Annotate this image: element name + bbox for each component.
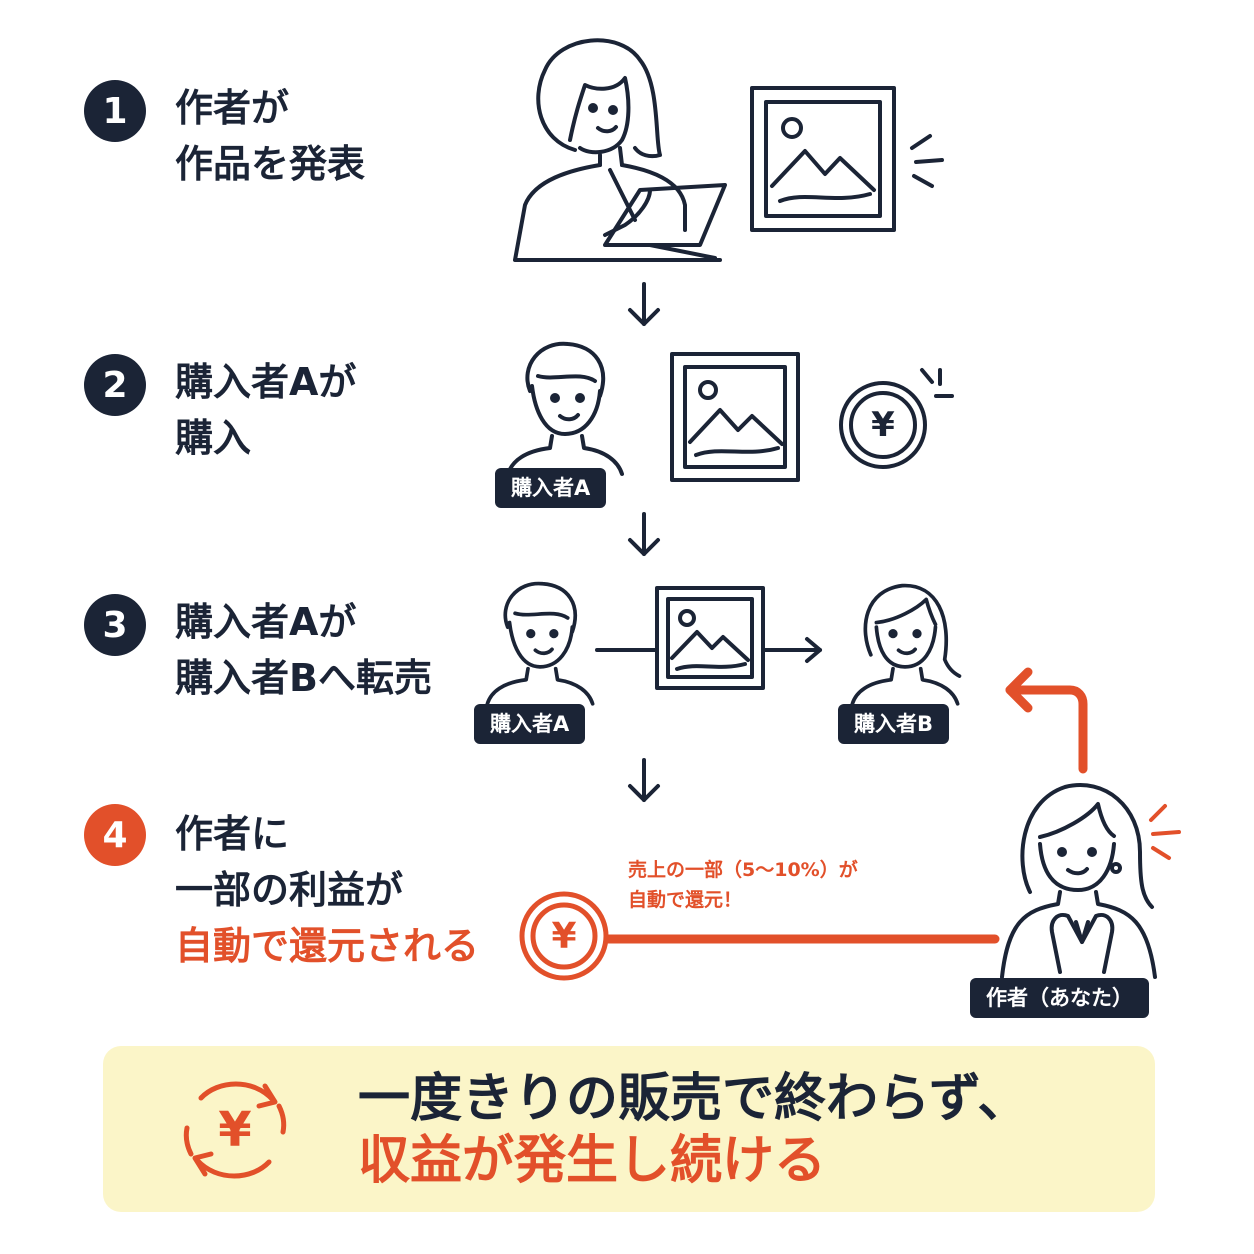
framed-picture-icon	[655, 586, 765, 690]
banner-line-2: 収益が発生し続ける	[358, 1131, 827, 1191]
buyer-a-tag: 購入者A	[495, 468, 607, 508]
sparkle-icon	[910, 134, 944, 188]
step-1-line-1: 作者が	[175, 86, 290, 130]
step-3-line-1: 購入者Aが	[175, 600, 357, 644]
step-4-number: 4	[84, 804, 146, 866]
step-3-line-2: 購入者Bへ転売	[175, 656, 432, 700]
step-2-text: 購入者Aが 購入	[175, 354, 356, 466]
person-icon	[506, 341, 624, 476]
step-1-number: 1	[84, 80, 146, 142]
arrow-right-icon	[595, 637, 822, 663]
yen-coin-symbol: ¥	[871, 405, 895, 445]
step-1-line-2: 作品を発表	[175, 142, 366, 186]
arrow-down-icon	[628, 512, 660, 556]
framed-picture-icon	[750, 86, 896, 232]
royalty-flow-line	[597, 934, 1000, 944]
royalty-note-line-2: 自動で還元！	[628, 889, 743, 911]
step-4-line-1: 作者に	[175, 812, 290, 856]
yen-coin-orange-symbol: ¥	[551, 915, 577, 957]
recycle-yen-symbol: ¥	[218, 1102, 252, 1158]
step-1-text: 作者が 作品を発表	[175, 80, 365, 192]
artist-with-tablet-icon	[513, 38, 727, 262]
recycle-yen-icon	[183, 1081, 287, 1179]
author-praying-icon	[1000, 783, 1157, 979]
step-2-line-2: 購入	[175, 416, 252, 460]
banner-text: 一度きりの販売で終わらず、 収益が発生し続ける	[358, 1068, 1029, 1192]
sparkle-icon	[920, 368, 954, 398]
arrow-down-icon	[628, 282, 660, 326]
framed-picture-icon	[670, 352, 800, 482]
return-arrow-icon	[1005, 667, 1088, 774]
step-4-line-2: 一部の利益が	[175, 868, 404, 912]
arrow-down-icon	[628, 758, 660, 802]
author-you-tag: 作者（あなた）	[970, 978, 1149, 1018]
step-2-number: 2	[84, 354, 146, 416]
conclusion-banner: ¥ 一度きりの販売で終わらず、 収益が発生し続ける	[103, 1046, 1155, 1212]
buyer-a-tag-step3: 購入者A	[474, 704, 586, 744]
step-3-text: 購入者Aが 購入者Bへ転売	[175, 594, 432, 706]
banner-line-1: 一度きりの販売で終わらず、	[358, 1069, 1030, 1129]
sparkle-icon	[1149, 804, 1181, 860]
royalty-note: 売上の一部（5〜10%）が 自動で還元！	[628, 855, 858, 915]
person-icon	[850, 583, 962, 706]
step-4-line-3: 自動で還元される	[175, 924, 480, 968]
buyer-b-tag: 購入者B	[838, 704, 950, 744]
royalty-note-line-1: 売上の一部（5〜10%）が	[628, 859, 858, 881]
yen-coin-orange-icon	[519, 891, 609, 981]
step-4-text: 作者に 一部の利益が 自動で還元される	[175, 806, 479, 974]
step-3-number: 3	[84, 594, 146, 656]
yen-coin-icon	[839, 381, 927, 469]
step-2-line-1: 購入者Aが	[175, 360, 357, 404]
person-icon	[485, 581, 595, 706]
